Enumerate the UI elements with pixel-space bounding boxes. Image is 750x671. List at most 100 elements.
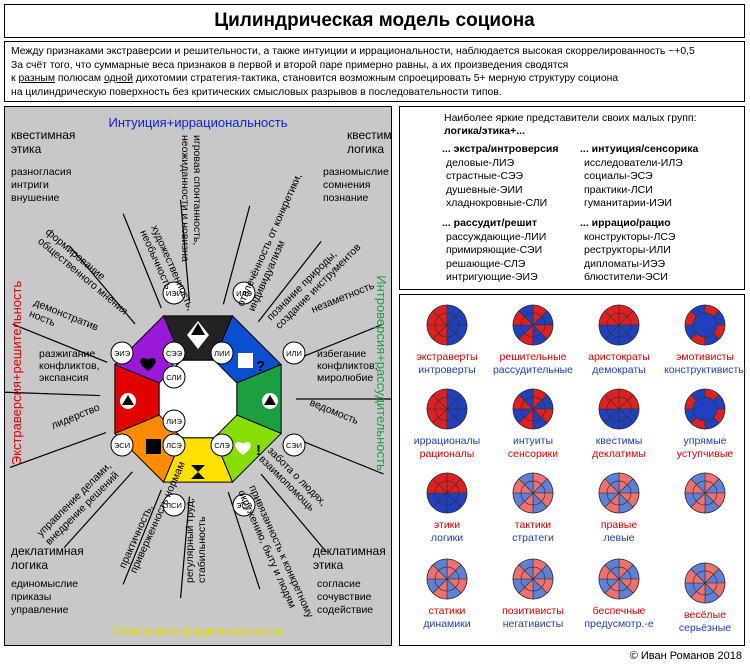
type-node (162, 365, 186, 389)
type-node (162, 433, 186, 457)
dichotomy-pole-a: решительные (499, 351, 567, 363)
intro-text-box: Между признаками экстраверсии и решитель… (4, 41, 745, 102)
group-item: социалы-ЭСЭ (584, 170, 653, 183)
cylinder-model-panel: ??!! ИЭИИЛЭЭИЭИЛИЛИИСЭЭСЛИЛИЭЭСИСЛЭЛСИЭС… (0, 106, 411, 646)
type-node (282, 433, 306, 457)
square-icon (146, 439, 161, 454)
dichotomy-pole-a: экстраверты (416, 351, 478, 363)
groups-col-1: ... экстра/интроверсия деловые-ЛИЭ страс… (442, 143, 559, 285)
wheel-outer-ring (598, 472, 640, 514)
dichotomy-wheel-icon (512, 558, 554, 600)
dichotomy-pole-b: левые (603, 532, 635, 544)
type-node (282, 341, 306, 365)
type-node-label: ЛСЭ (166, 441, 182, 450)
group-item: конструкторы-ЛСЭ (584, 230, 676, 243)
wheel-inner-ring (520, 480, 546, 506)
type-node-label: ИЛИ (286, 349, 302, 358)
question-icon: ? (256, 358, 265, 375)
type-node (162, 493, 186, 517)
wheel-inner-ring (606, 396, 632, 422)
type-node (162, 409, 186, 433)
wheel-outer-ring (598, 388, 640, 430)
groups-subheader: логика/этика+... (444, 125, 526, 137)
copyright-footer: © Иван Романов 2018 (629, 650, 742, 662)
intro-line-1: Между признаками экстраверсии и решитель… (11, 46, 695, 57)
small-groups-box: Наиболее яркие представители своих малых… (399, 106, 745, 290)
dichotomy-pole-a: иррационалы (413, 435, 481, 447)
type-node-label: ЛИЭ (166, 417, 182, 426)
dichotomy-pole-a: статики (428, 605, 466, 617)
dichotomy-pole-b: серьёзные (678, 622, 732, 634)
ray-label-text: регулярный труд,стабильность (184, 498, 208, 583)
ray-label: ведомость (308, 397, 361, 428)
dichotomy-wheel-icon (512, 304, 554, 346)
type-node (110, 341, 134, 365)
groups-header: Наиболее яркие представители своих малых… (444, 112, 697, 124)
ray-line (68, 245, 136, 325)
intro-underlined-one: одной (103, 73, 133, 84)
type-node-label: ЛИИ (214, 349, 230, 358)
dichotomy-pole-b: стратеги (512, 532, 554, 544)
wheel-inner-ring (606, 312, 632, 338)
group-item: рассуждающие-ЛИИ (446, 230, 547, 243)
axis-left-label: Экстраверсия+решительность (9, 281, 24, 466)
type-node (210, 341, 234, 365)
ray-line (0, 391, 101, 397)
dichotomy-wheel-icon (426, 304, 468, 346)
type-node-label: СЛИ (166, 373, 181, 382)
intro-text-part: к (11, 73, 19, 84)
dichotomy-pole-b: динамики (423, 618, 471, 630)
group-item: деловые-ЛИЭ (446, 156, 515, 169)
triangle-icon (122, 395, 134, 405)
wheel-inner-ring (606, 566, 632, 592)
ray-label-text: ведомость (308, 397, 361, 428)
dichotomy-wheel-icon (426, 558, 468, 600)
dichotomy-wheel-icon (512, 388, 554, 430)
exclamation-icon: ! (256, 442, 261, 459)
hourglass-icon (191, 465, 205, 479)
dichotomy-pole-b: конструктивисты (664, 364, 746, 376)
wheel-outer-ring (598, 304, 640, 346)
dichotomy-pole-a: позитивисты (502, 605, 564, 617)
dichotomy-wheel-icon (684, 304, 726, 346)
dichotomy-pole-b: демократы (592, 364, 646, 376)
wheel-inner-ring (692, 312, 718, 338)
intro-text-part: полюсам (55, 73, 104, 84)
wheel-outer-ring (426, 388, 468, 430)
type-node-label: ИЭИ (166, 289, 182, 298)
wheel-inner-ring (520, 396, 546, 422)
dichotomy-pole-b: сенсорики (507, 448, 559, 460)
wheel-outer-ring (426, 472, 468, 514)
type-node (232, 281, 256, 305)
ray-line (12, 323, 108, 363)
group-item: хладнокровные-СЛИ (446, 197, 548, 210)
group-item: дипломаты-ИЭЭ (584, 257, 666, 270)
group-item: решающие-СЛЭ (446, 257, 526, 270)
ray-label-text: управление делами,внедрение решений (35, 460, 123, 548)
octagon-wheel: ??!! (113, 314, 283, 484)
dichotomy-pole-a: эмотивисты (676, 351, 734, 363)
intro-underlined-different: разным (18, 73, 55, 84)
group-item: страстные-СЭЭ (446, 170, 524, 183)
type-node-label: ЭСЭ (236, 501, 253, 510)
dichotomy-pole-a: упрямые (683, 435, 727, 447)
group-item: примиряющие-СЭИ (446, 244, 543, 257)
wheel-outer-ring (684, 388, 726, 430)
group-item: интригующие-ЭИЭ (446, 271, 538, 284)
ray-line (122, 489, 162, 585)
